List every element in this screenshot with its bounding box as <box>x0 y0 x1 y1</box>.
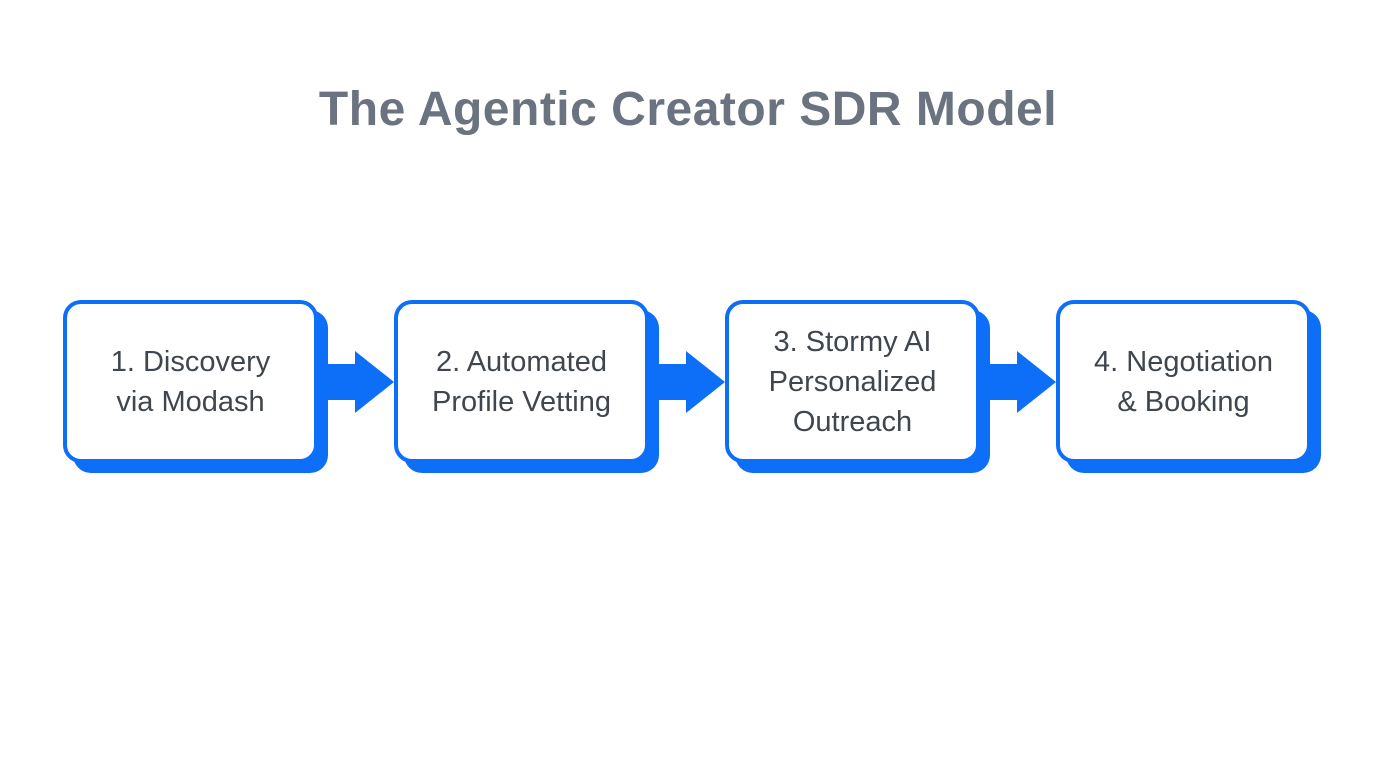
step-box-profile-vetting: 2. Automated Profile Vetting <box>394 300 649 463</box>
arrow-right-icon <box>649 300 725 463</box>
arrow-head <box>686 350 725 413</box>
arrow-shaft <box>659 363 686 400</box>
step-label-line: Outreach <box>792 405 913 438</box>
step-label-line: 4. Negotiation <box>1094 345 1273 378</box>
step-box-personalized-outreach: 3. Stormy AI Personalized Outreach <box>725 300 980 463</box>
step-box-negotiation-booking: 4. Negotiation & Booking <box>1056 300 1311 463</box>
step-label-line: 1. Discovery <box>110 345 271 378</box>
flow-diagram: 1. Discovery via Modash 2. Automated Pro… <box>63 300 1311 463</box>
arrow-head <box>355 350 394 413</box>
step-label-line: 2. Automated <box>436 345 607 378</box>
step-label-line: Profile Vetting <box>432 385 611 418</box>
page-title: The Agentic Creator SDR Model <box>318 83 1058 136</box>
step-label-line: & Booking <box>1117 385 1250 418</box>
step-label-line: Personalized <box>768 365 937 398</box>
step-label-line: 3. Stormy AI <box>773 325 932 358</box>
arrow-shaft <box>328 363 355 400</box>
arrow-shaft <box>990 363 1017 400</box>
step-label-line: via Modash <box>116 385 265 418</box>
step-box-discovery: 1. Discovery via Modash <box>63 300 318 463</box>
arrow-head <box>1017 350 1056 413</box>
arrow-right-icon <box>318 300 394 463</box>
arrow-right-icon <box>980 300 1056 463</box>
